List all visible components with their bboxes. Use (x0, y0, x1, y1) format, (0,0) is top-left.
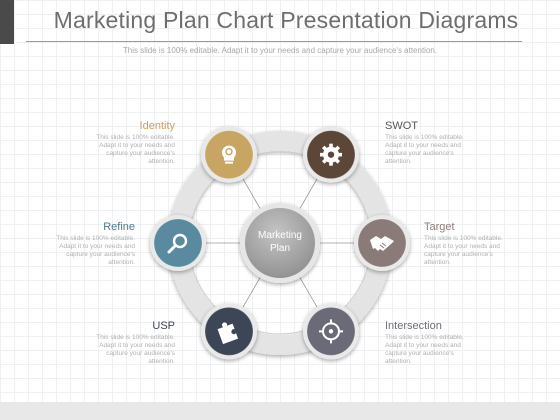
puzzle-icon (217, 322, 239, 345)
title-divider (26, 41, 522, 42)
gear-icon (320, 143, 342, 166)
lightbulb-gear-icon (221, 145, 237, 164)
item-desc-usp: This slide is 100% editable.Adapt it to … (96, 334, 175, 365)
node-target (354, 215, 410, 271)
item-label-intersection: Intersection (385, 320, 442, 332)
center-label-line2: Plan (270, 243, 290, 254)
slide-title: Marketing Plan Chart Presentation Diagra… (53, 7, 519, 33)
node-refine (150, 215, 206, 271)
center-label-line1: Marketing (258, 230, 302, 241)
item-desc-target: This slide is 100% editable.Adapt it to … (424, 235, 503, 266)
item-desc-swot: This slide is 100% editable.Adapt it to … (385, 134, 464, 165)
crosshair-icon (319, 319, 343, 344)
node-identity (201, 126, 257, 183)
item-label-swot: SWOT (385, 120, 418, 132)
magnifier-icon (167, 233, 188, 254)
node-swot (303, 126, 359, 183)
item-label-usp: USP (152, 320, 175, 332)
item-desc-intersection: This slide is 100% editable.Adapt it to … (385, 334, 464, 365)
footer-bar (0, 402, 560, 420)
item-label-identity: Identity (139, 120, 175, 132)
center-circle-fill (245, 208, 315, 278)
node-intersection (303, 303, 359, 360)
item-desc-identity: This slide is 100% editable.Adapt it to … (96, 134, 175, 165)
node-usp (201, 303, 257, 360)
item-desc-refine: This slide is 100% editable.Adapt it to … (56, 235, 135, 266)
title-accent-tab (0, 0, 14, 44)
item-label-target: Target (424, 221, 455, 233)
slide-subtitle: This slide is 100% editable. Adapt it to… (122, 46, 438, 55)
item-label-refine: Refine (103, 221, 135, 233)
handshake-icon (370, 236, 394, 251)
